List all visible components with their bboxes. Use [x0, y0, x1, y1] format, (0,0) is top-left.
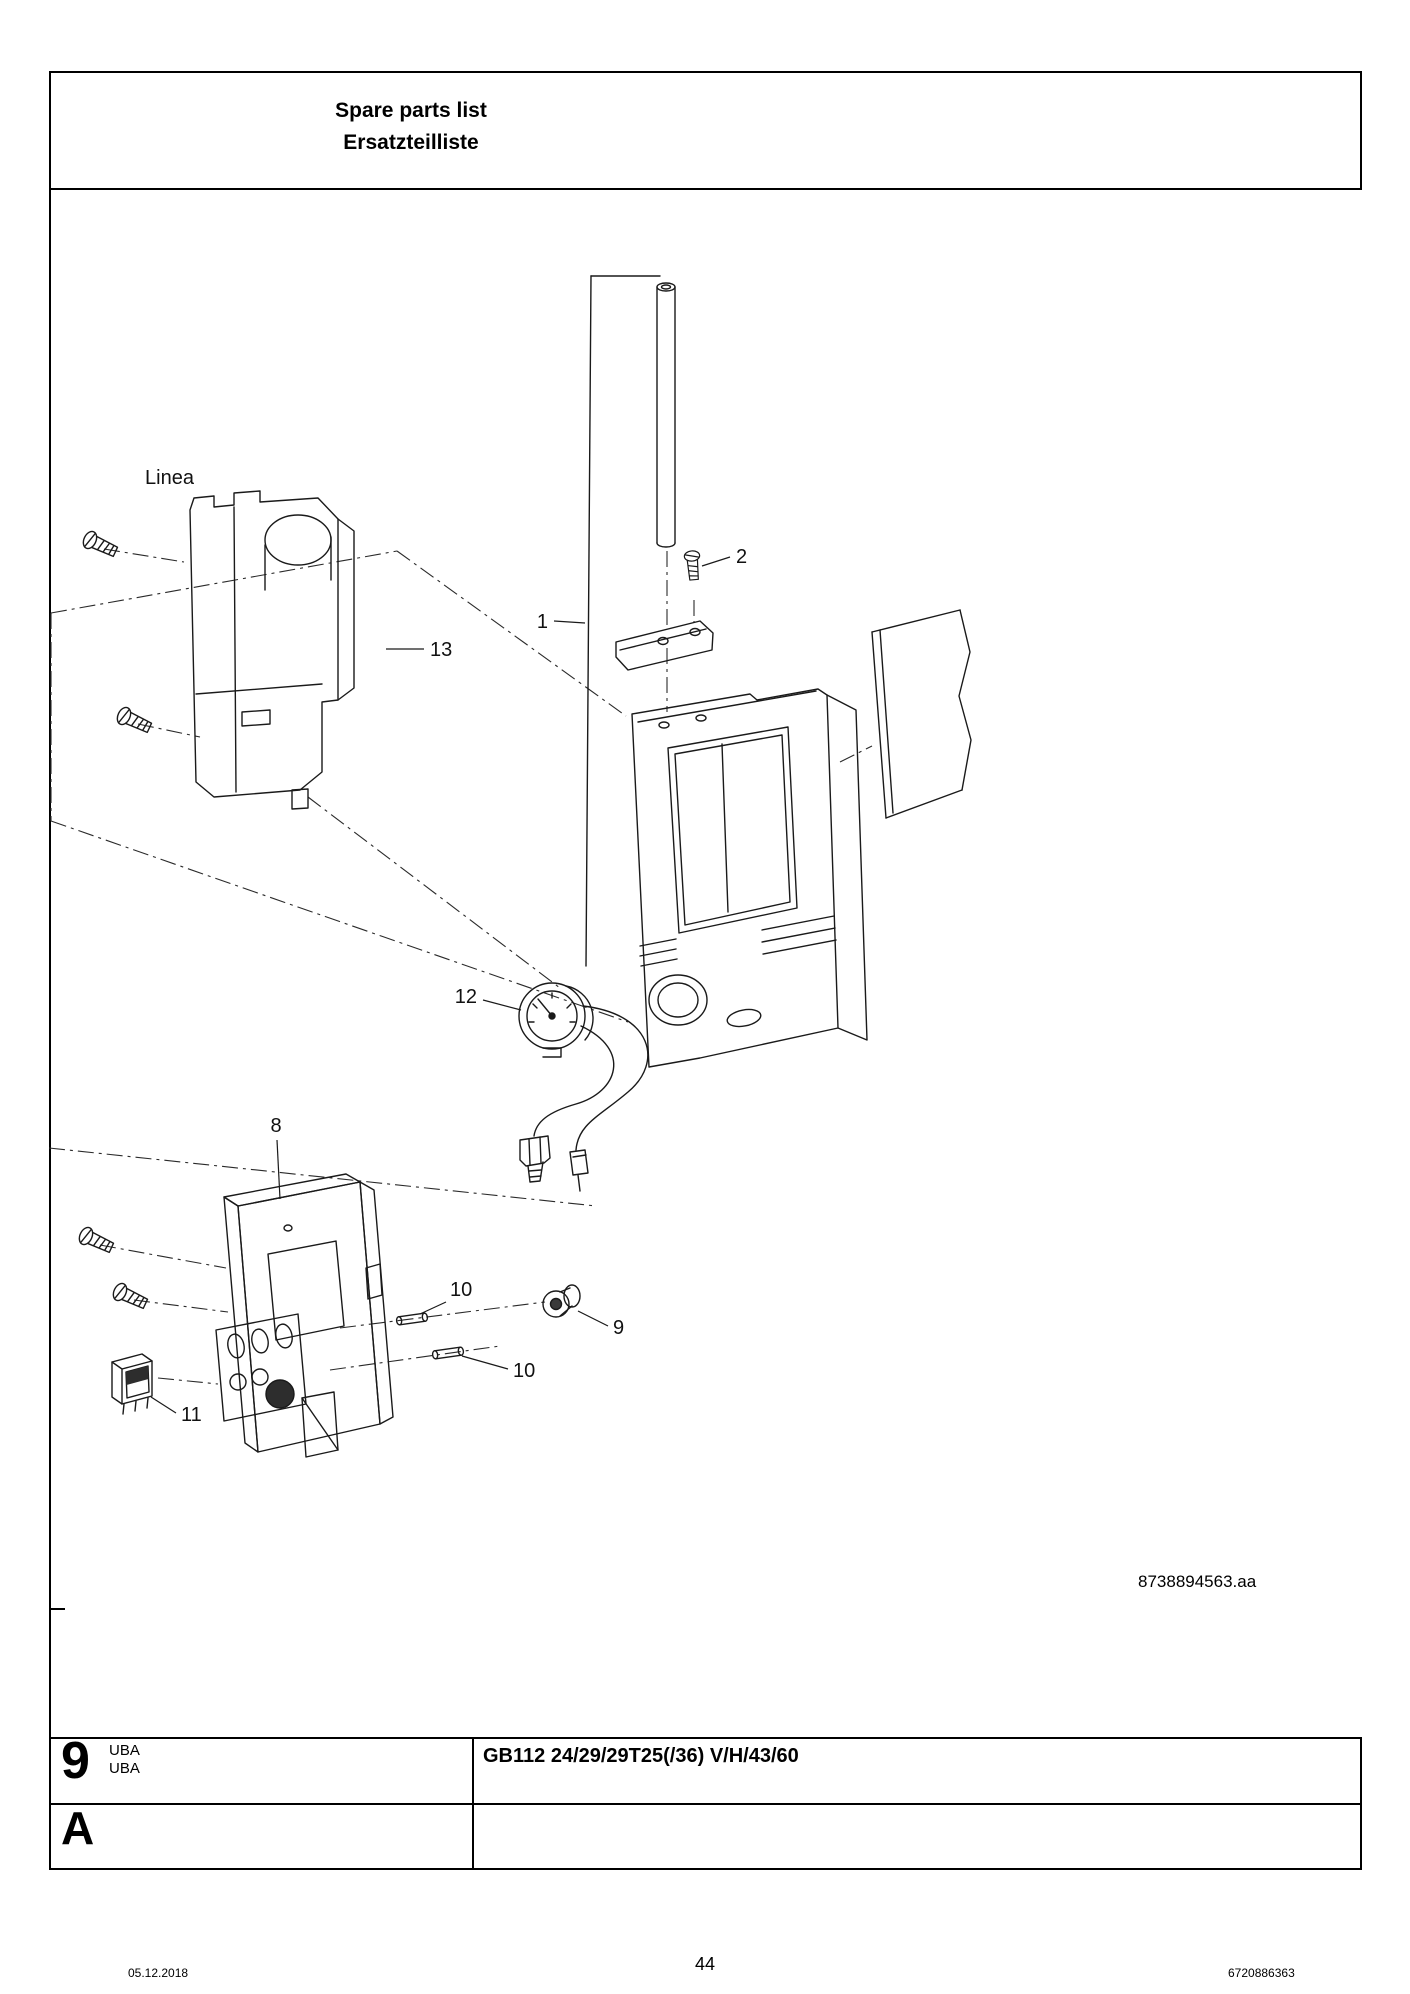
callout-8: 8: [270, 1115, 281, 1137]
screw-icon: [80, 528, 120, 561]
callout-10-upper: 10: [450, 1279, 472, 1301]
title-block-horizontal-divider: [51, 1803, 1360, 1805]
footer-page-number: 44: [694, 1954, 716, 1974]
side-panel: [871, 609, 972, 819]
tube: [656, 282, 676, 548]
callout-9: 9: [613, 1317, 624, 1339]
part-12-gauge: [518, 982, 594, 1058]
model-designation: GB112 24/29/29T25(/36) V/H/43/60: [483, 1745, 799, 1767]
title-block: 9 UBA UBA A GB112 24/29/29T25(/36) V/H/4…: [49, 1732, 1362, 1870]
screw-icon: [110, 1280, 150, 1313]
revision-letter: A: [61, 1802, 95, 1854]
callout-10-lower: 10: [513, 1360, 535, 1382]
screw-icon: [76, 1224, 116, 1257]
callout-leaders: [150, 556, 731, 1414]
footer-document-number: 6720886363: [1228, 1966, 1295, 1980]
sensor-probe: [519, 1135, 551, 1183]
fold-mark: [49, 1608, 65, 1610]
header-box: Spare parts list Ersatzteilliste: [49, 71, 1362, 190]
callout-2: 2: [736, 546, 747, 568]
uba-labels: UBA UBA: [109, 1742, 140, 1778]
uba-label-top: UBA: [109, 1742, 140, 1759]
linea-label: Linea: [145, 467, 195, 489]
gauge-capillaries: [533, 1005, 649, 1151]
part-9-knob: [542, 1284, 581, 1318]
part-1-bracket: [585, 275, 714, 967]
uba-label-bottom: UBA: [109, 1760, 140, 1777]
page-header-titles: Spare parts list Ersatzteilliste: [296, 95, 526, 159]
main-housing: [631, 688, 868, 1068]
callout-1: 1: [537, 611, 548, 633]
part-11-switch: [111, 1353, 153, 1415]
construction-lines: [48, 548, 873, 1385]
callout-11: 11: [181, 1404, 202, 1426]
section-number: 9: [61, 1732, 90, 1790]
part-13-casing: [189, 490, 355, 810]
page-left-border: [49, 190, 51, 1737]
part-2-screw: [683, 549, 703, 581]
wire-connector: [569, 1149, 589, 1192]
callout-12: 12: [455, 986, 477, 1008]
callout-13: 13: [430, 639, 452, 661]
page-title-en: Spare parts list: [335, 99, 487, 122]
page-title-de: Ersatzteilliste: [343, 131, 479, 154]
footer-date: 05.12.2018: [128, 1966, 189, 1980]
screw-icon: [114, 704, 154, 737]
part-8-control-panel: [215, 1173, 394, 1458]
drawing-number: 8738894563.aa: [1138, 1572, 1257, 1591]
